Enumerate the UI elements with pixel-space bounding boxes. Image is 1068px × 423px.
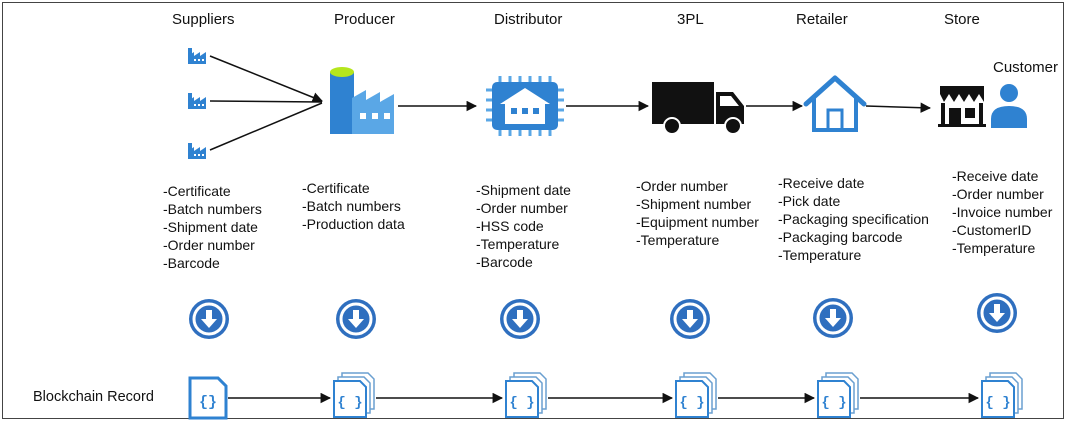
field-item: -Pick date <box>778 193 841 209</box>
stage-title-distributor: Distributor <box>494 11 563 28</box>
json-document-icon <box>505 372 547 418</box>
download-arrow-icon <box>668 297 712 341</box>
field-item: -Temperature <box>476 236 560 252</box>
field-item: -Order number <box>163 237 255 253</box>
field-item: -Certificate <box>163 183 231 199</box>
field-item: -Packaging barcode <box>778 229 903 245</box>
storefront-icon <box>938 86 986 127</box>
field-item: -Shipment number <box>636 196 752 212</box>
download-arrow-icon <box>975 291 1019 335</box>
field-item: -Temperature <box>778 247 862 263</box>
field-item: -Equipment number <box>636 214 759 230</box>
factory-silo-icon <box>330 67 394 134</box>
fields-suppliers: -Certificate -Batch numbers -Shipment da… <box>163 182 262 272</box>
field-item: -Certificate <box>302 180 370 196</box>
field-item: -Temperature <box>952 240 1036 256</box>
download-arrow-icon <box>187 297 231 341</box>
stage-title-suppliers: Suppliers <box>172 11 235 28</box>
flow-arrow <box>209 55 323 103</box>
fields-store: -Receive date -Order number -Invoice num… <box>952 167 1052 257</box>
field-item: -Receive date <box>778 175 865 191</box>
field-item: -Barcode <box>163 255 220 271</box>
house-icon <box>803 75 867 132</box>
supplier-factory-icon <box>188 93 206 109</box>
fields-distributor: -Shipment date -Order number -HSS code -… <box>476 181 571 271</box>
flow-arrow <box>209 100 323 103</box>
field-item: -Invoice number <box>952 204 1053 220</box>
truck-icon <box>652 82 744 135</box>
json-document-icon <box>981 372 1023 418</box>
flow-arrow <box>209 102 323 151</box>
field-item: -CustomerID <box>952 222 1032 238</box>
download-arrow-icon <box>811 296 855 340</box>
field-item: -Order number <box>636 178 728 194</box>
json-document-icon <box>817 372 859 418</box>
flow-arrow <box>865 102 932 113</box>
blockchain-record-label: Blockchain Record <box>33 389 154 405</box>
fields-producer: -Certificate -Batch numbers -Production … <box>302 179 405 233</box>
json-document-icon <box>675 372 717 418</box>
supplier-factory-icon <box>188 143 206 159</box>
field-item: -Receive date <box>952 168 1039 184</box>
json-document-icon <box>333 372 375 418</box>
fields-3pl: -Order number -Shipment number -Equipmen… <box>636 177 759 249</box>
field-item: -Shipment date <box>163 219 258 235</box>
svg-text:{}: {} <box>199 394 217 411</box>
warehouse-chip-icon <box>486 76 564 136</box>
stage-title-store: Store <box>944 11 980 28</box>
json-document-icon: {} <box>188 376 228 420</box>
download-arrow-icon <box>334 297 378 341</box>
field-item: -Order number <box>476 200 568 216</box>
field-item: -HSS code <box>476 218 544 234</box>
field-item: -Batch numbers <box>163 201 262 217</box>
supplier-factory-icon <box>188 48 206 64</box>
stage-title-retailer: Retailer <box>796 11 848 28</box>
field-item: -Packaging specification <box>778 211 929 227</box>
field-item: -Production data <box>302 216 405 232</box>
stage-title-3pl: 3PL <box>677 11 704 28</box>
field-item: -Barcode <box>476 254 533 270</box>
field-item: -Batch numbers <box>302 198 401 214</box>
stage-title-producer: Producer <box>334 11 395 28</box>
fields-retailer: -Receive date -Pick date -Packaging spec… <box>778 174 929 264</box>
download-arrow-icon <box>498 297 542 341</box>
customer-label: Customer <box>993 59 1059 76</box>
field-item: -Order number <box>952 186 1044 202</box>
person-icon <box>991 84 1027 128</box>
field-item: -Shipment date <box>476 182 571 198</box>
field-item: -Temperature <box>636 232 720 248</box>
